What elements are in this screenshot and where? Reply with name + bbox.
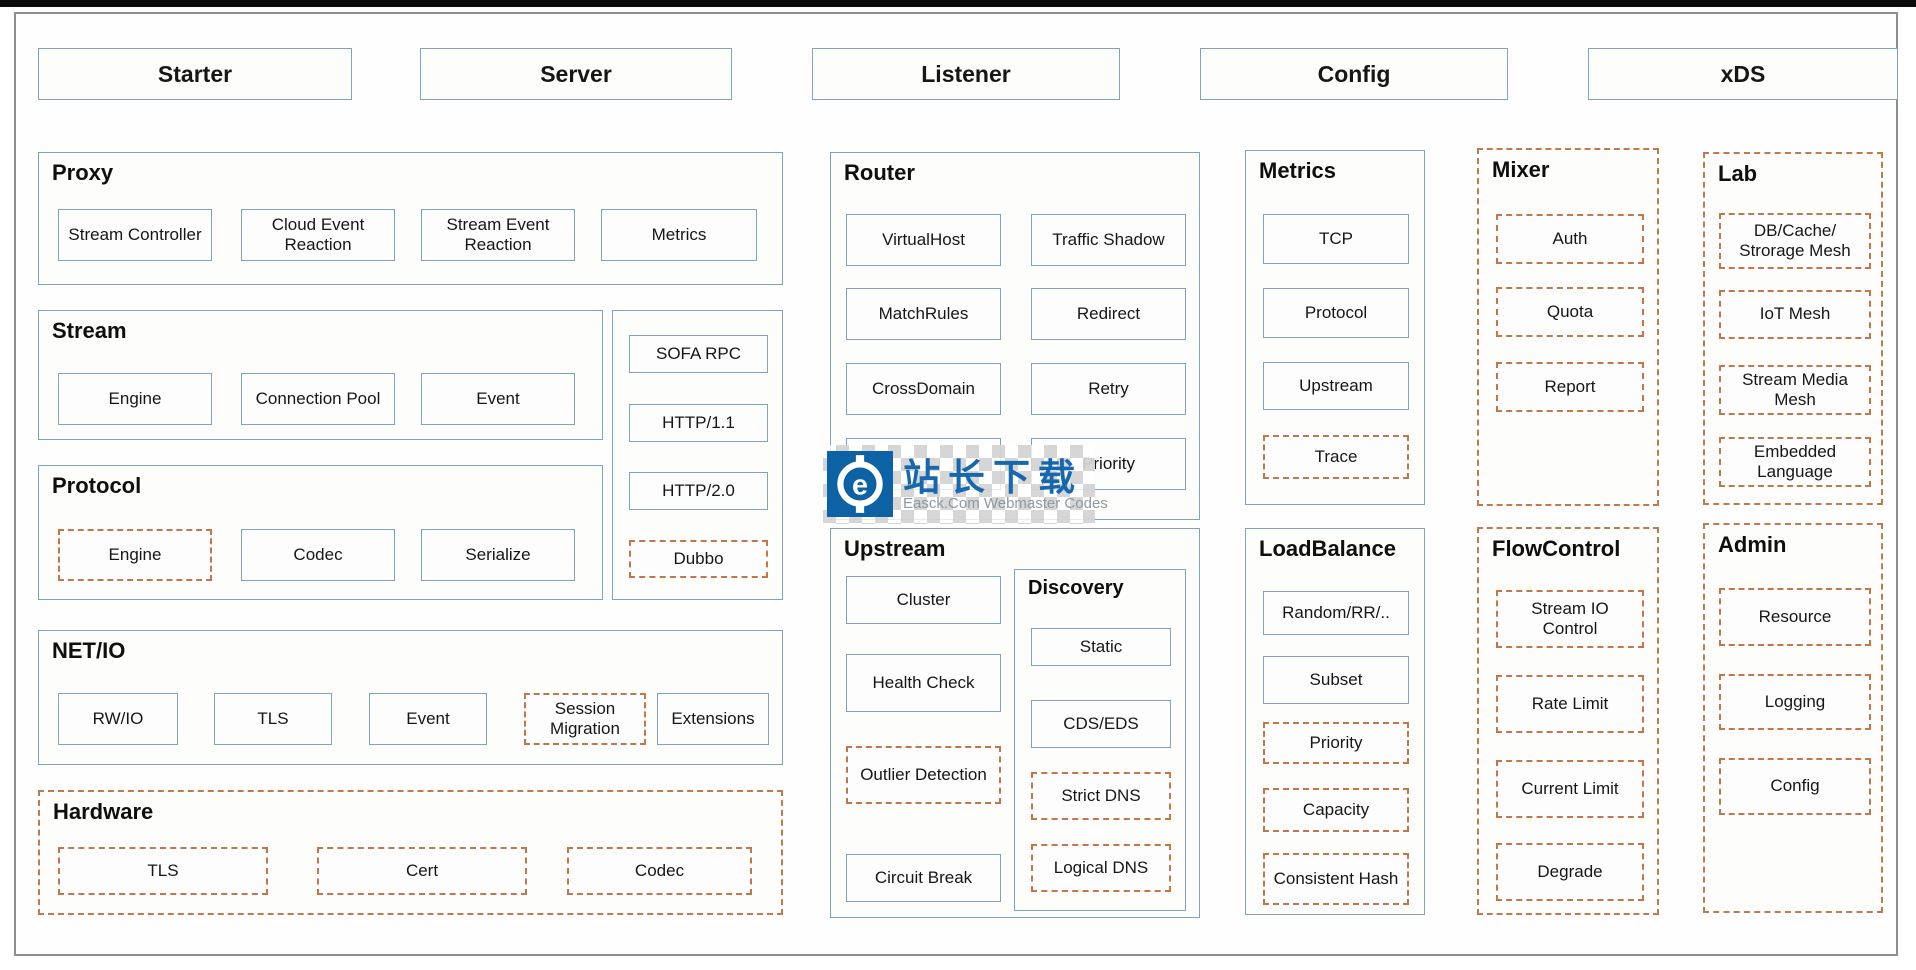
box-cluster: Cluster — [846, 576, 1001, 624]
box-hardware-cert: Cert — [317, 847, 527, 895]
top-edge-line — [0, 0, 1916, 7]
box-connection-pool: Connection Pool — [241, 373, 395, 425]
header-config: Config — [1200, 48, 1508, 100]
section-lab: Lab DB/Cache/ Strorage Mesh IoT Mesh Str… — [1703, 152, 1883, 505]
section-admin-title: Admin — [1718, 532, 1787, 557]
box-iot-mesh: IoT Mesh — [1719, 290, 1871, 339]
box-protocol-codec: Codec — [241, 529, 395, 581]
box-http11: HTTP/1.1 — [629, 404, 768, 442]
section-protocol-title: Protocol — [52, 473, 142, 498]
section-loadbalance-title: LoadBalance — [1259, 536, 1396, 561]
box-extensions: Extensions — [657, 693, 769, 745]
watermark: e 站长下载 Easck.Com Webmaster Codes — [823, 445, 1108, 524]
box-degrade: Degrade — [1496, 843, 1644, 901]
box-auth: Auth — [1496, 214, 1644, 264]
section-hardware: Hardware TLS Cert Codec — [38, 790, 783, 915]
box-metrics-upstream: Upstream — [1263, 362, 1409, 410]
box-crossdomain: CrossDomain — [846, 363, 1001, 415]
box-stream-event: Event — [421, 373, 575, 425]
box-resource: Resource — [1719, 588, 1871, 646]
box-rwio: RW/IO — [58, 693, 178, 745]
box-traffic-shadow: Traffic Shadow — [1031, 214, 1186, 266]
box-stream-event-reaction: Stream Event Reaction — [421, 209, 575, 261]
box-report: Report — [1496, 362, 1644, 412]
box-consistent-hash: Consistent Hash — [1263, 853, 1409, 905]
section-admin: Admin Resource Logging Config — [1703, 523, 1883, 913]
section-hardware-title: Hardware — [53, 799, 154, 824]
box-matchrules: MatchRules — [846, 288, 1001, 340]
box-db-cache-storage-mesh: DB/Cache/ Strorage Mesh — [1719, 213, 1871, 269]
box-capacity: Capacity — [1263, 788, 1409, 832]
box-embedded-language: Embedded Language — [1719, 437, 1871, 487]
watermark-logo-icon: e — [827, 451, 893, 517]
section-protocol: Protocol Engine Codec Serialize — [38, 465, 603, 600]
section-discovery-title: Discovery — [1028, 577, 1124, 599]
section-flowcontrol-title: FlowControl — [1492, 536, 1621, 561]
section-mixer: Mixer Auth Quota Report — [1477, 148, 1659, 506]
section-proxy: Proxy Stream Controller Cloud Event Reac… — [38, 152, 783, 285]
box-proxy-metrics: Metrics — [601, 209, 757, 261]
watermark-title: 站长下载 — [903, 456, 1083, 499]
section-upstream: Upstream Cluster Health Check Outlier De… — [830, 528, 1200, 918]
section-lab-title: Lab — [1718, 161, 1758, 186]
box-retry: Retry — [1031, 363, 1186, 415]
box-trace: Trace — [1263, 435, 1409, 479]
box-stream-media-mesh: Stream Media Mesh — [1719, 365, 1871, 415]
box-current-limit: Current Limit — [1496, 760, 1644, 818]
header-xds: xDS — [1588, 48, 1898, 100]
box-circuit-break: Circuit Break — [846, 854, 1001, 902]
watermark-subtitle: Easck.Com Webmaster Codes — [903, 495, 1108, 512]
box-sofa-rpc: SOFA RPC — [629, 335, 768, 373]
section-proxy-title: Proxy — [52, 160, 114, 185]
box-dubbo: Dubbo — [629, 540, 768, 578]
box-protocol-engine: Engine — [58, 529, 212, 581]
box-cloud-event-reaction: Cloud Event Reaction — [241, 209, 395, 261]
box-netio-event: Event — [369, 693, 487, 745]
box-subset: Subset — [1263, 656, 1409, 704]
section-flowcontrol: FlowControl Stream IO Control Rate Limit… — [1477, 527, 1659, 915]
section-netio: NET/IO RW/IO TLS Event Session Migration… — [38, 630, 783, 765]
section-loadbalance: LoadBalance Random/RR/.. Subset Priority… — [1245, 528, 1425, 915]
section-upstream-title: Upstream — [844, 536, 946, 561]
box-metrics-protocol: Protocol — [1263, 288, 1409, 338]
box-hardware-codec: Codec — [567, 847, 752, 895]
section-protocol-stack: SOFA RPC HTTP/1.1 HTTP/2.0 Dubbo — [612, 310, 783, 600]
box-redirect: Redirect — [1031, 288, 1186, 340]
box-stream-engine: Engine — [58, 373, 212, 425]
box-random-rr: Random/RR/.. — [1263, 591, 1409, 635]
box-strict-dns: Strict DNS — [1031, 772, 1171, 820]
header-starter: Starter — [38, 48, 352, 100]
box-quota: Quota — [1496, 287, 1644, 337]
box-http20: HTTP/2.0 — [629, 472, 768, 510]
section-router-title: Router — [844, 160, 915, 185]
box-hardware-tls: TLS — [58, 847, 268, 895]
box-stream-io-control: Stream IO Control — [1496, 590, 1644, 648]
box-static: Static — [1031, 628, 1171, 666]
box-logging: Logging — [1719, 674, 1871, 730]
box-lb-priority: Priority — [1263, 722, 1409, 764]
box-metrics-tcp: TCP — [1263, 214, 1409, 264]
box-logical-dns: Logical DNS — [1031, 844, 1171, 892]
box-rate-limit: Rate Limit — [1496, 675, 1644, 733]
box-session-migration: Session Migration — [524, 693, 646, 745]
section-metrics-title: Metrics — [1259, 158, 1337, 183]
box-cds-eds: CDS/EDS — [1031, 700, 1171, 748]
box-admin-config: Config — [1719, 758, 1871, 815]
box-stream-controller: Stream Controller — [58, 209, 212, 261]
svg-text:e: e — [852, 469, 868, 501]
header-listener: Listener — [812, 48, 1120, 100]
box-virtualhost: VirtualHost — [846, 214, 1001, 266]
section-stream: Stream Engine Connection Pool Event — [38, 310, 603, 440]
box-outlier-detection: Outlier Detection — [846, 746, 1001, 804]
box-netio-tls: TLS — [214, 693, 332, 745]
section-metrics: Metrics TCP Protocol Upstream Trace — [1245, 150, 1425, 505]
box-serialize: Serialize — [421, 529, 575, 581]
section-mixer-title: Mixer — [1492, 157, 1550, 182]
section-netio-title: NET/IO — [52, 638, 126, 663]
box-health-check: Health Check — [846, 654, 1001, 712]
section-discovery: Discovery Static CDS/EDS Strict DNS Logi… — [1014, 569, 1186, 911]
section-stream-title: Stream — [52, 318, 127, 343]
header-server: Server — [420, 48, 732, 100]
